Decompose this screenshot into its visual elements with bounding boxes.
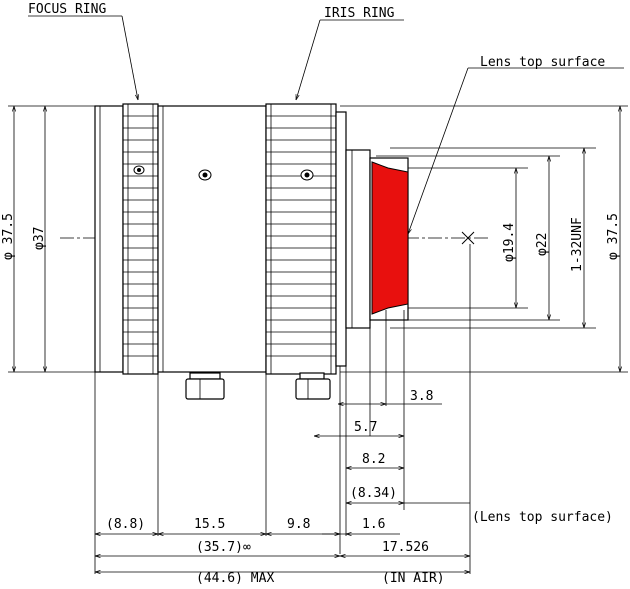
dim-lens-top-note: (Lens top surface) <box>472 510 613 525</box>
rear-flange <box>335 111 347 367</box>
dim-44-6-max: (44.6) MAX <box>196 571 274 584</box>
dim-8-2: 8.2 <box>362 452 385 467</box>
dim-1-6: 1.6 <box>362 517 385 532</box>
dim-phi-37: φ37 <box>32 227 47 250</box>
focal-point-marker <box>461 231 475 245</box>
dim-8-34: (8.34) <box>350 486 397 501</box>
focus-lock-screw <box>185 372 225 400</box>
dim-in-air: (IN AIR) <box>382 571 445 584</box>
dim-phi-37-5-left: φ 37.5 <box>1 213 16 260</box>
lens-top-surface-label: Lens top surface <box>480 55 605 70</box>
mount-step <box>345 149 371 329</box>
dim-phi-19-4: φ19.4 <box>502 223 517 262</box>
dim-thread: 1-32UNF <box>570 217 585 272</box>
dim-3-8: 3.8 <box>410 389 433 404</box>
front-cap <box>94 105 124 373</box>
iris-ring <box>265 103 337 375</box>
dim-9-8: 9.8 <box>287 517 310 532</box>
iris-lock-screw <box>295 372 331 400</box>
iris-ring-label: IRIS RING <box>324 6 395 21</box>
focus-ring <box>122 103 159 375</box>
dim-17-526: 17.526 <box>382 540 429 555</box>
dim-5-7: 5.7 <box>354 420 377 435</box>
dim-15-5: 15.5 <box>194 517 225 532</box>
dim-35-7: (35.7)∞ <box>196 540 251 555</box>
dim-phi-22: φ22 <box>535 233 550 256</box>
rear-lens-element <box>371 161 409 315</box>
dim-8-8: (8.8) <box>106 517 145 532</box>
focus-ring-label: FOCUS RING <box>28 2 106 17</box>
dim-phi-37-5-right: φ 37.5 <box>606 213 621 260</box>
middle-barrel <box>157 105 267 373</box>
